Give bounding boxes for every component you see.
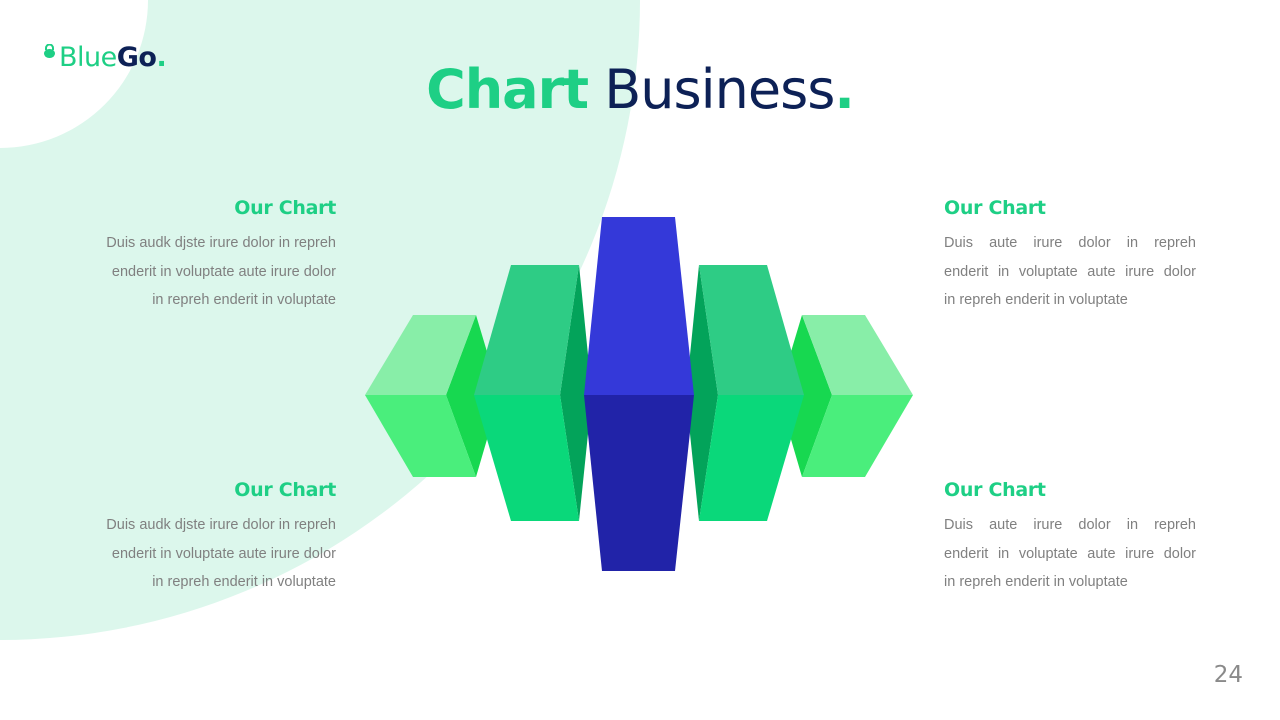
left-outer-block-top bbox=[365, 315, 476, 395]
text-line: in repreh enderit in voluptate bbox=[152, 292, 336, 308]
text-block-bottom-left: Our Chart Duis audk djste irure dolor in… bbox=[84, 479, 336, 597]
block-heading: Our Chart bbox=[234, 197, 336, 219]
text-line: enderit in voluptate aute irure dolor bbox=[944, 263, 1196, 280]
text-line: in repreh enderit in voluptate bbox=[152, 574, 336, 590]
block-text: Duis aute irure dolor in repreh enderit … bbox=[944, 511, 1196, 597]
block-heading: Our Chart bbox=[944, 479, 1046, 501]
background-mint-arc bbox=[0, 0, 640, 640]
text-line: Duis aute irure dolor in repreh bbox=[944, 235, 1196, 251]
right-inner-block-top bbox=[699, 265, 804, 395]
logo-text-light: Blue bbox=[59, 42, 117, 73]
left-outer-block-front bbox=[365, 395, 476, 477]
right-outer-block-top bbox=[802, 315, 913, 395]
block-heading: Our Chart bbox=[234, 479, 336, 501]
title-accent: Chart bbox=[426, 58, 589, 121]
logo-text-bold: Go bbox=[116, 42, 157, 73]
block-text: Duis audk djste irure dolor in repreh en… bbox=[84, 229, 336, 315]
lock-icon bbox=[43, 44, 56, 58]
page-number: 24 bbox=[1213, 662, 1243, 688]
logo-dot: . bbox=[156, 42, 167, 73]
center-block-front bbox=[584, 395, 694, 571]
title-dot: . bbox=[834, 58, 854, 121]
block-text: Duis audk djste irure dolor in repreh en… bbox=[84, 511, 336, 597]
block-text: Duis aute irure dolor in repreh enderit … bbox=[944, 229, 1196, 315]
text-line: enderit in voluptate aute irure dolor bbox=[944, 545, 1196, 562]
text-line: in repreh enderit in voluptate bbox=[944, 292, 1128, 308]
text-line: Duis audk djste irure dolor in repreh bbox=[106, 517, 336, 533]
text-line: enderit in voluptate aute irure dolor bbox=[111, 263, 336, 280]
text-line: enderit in voluptate aute irure dolor bbox=[111, 545, 336, 562]
right-outer-block-front bbox=[802, 395, 913, 477]
text-line: in repreh enderit in voluptate bbox=[944, 574, 1128, 590]
title-main: Business bbox=[604, 58, 835, 121]
text-block-bottom-right: Our Chart Duis aute irure dolor in repre… bbox=[944, 479, 1196, 597]
left-inner-block-top bbox=[474, 265, 579, 395]
text-line: Duis audk djste irure dolor in repreh bbox=[106, 235, 336, 251]
text-line: Duis aute irure dolor in repreh bbox=[944, 517, 1196, 533]
right-inner-block-front bbox=[699, 395, 804, 521]
right-inner-block-side bbox=[686, 265, 718, 521]
left-inner-block-side bbox=[560, 265, 592, 521]
center-block-top bbox=[584, 217, 694, 395]
text-block-top-right: Our Chart Duis aute irure dolor in repre… bbox=[944, 197, 1196, 315]
page-title: Chart Business. bbox=[0, 58, 1280, 121]
text-block-top-left: Our Chart Duis audk djste irure dolor in… bbox=[84, 197, 336, 315]
left-inner-block-front bbox=[474, 395, 579, 521]
block-heading: Our Chart bbox=[944, 197, 1046, 219]
